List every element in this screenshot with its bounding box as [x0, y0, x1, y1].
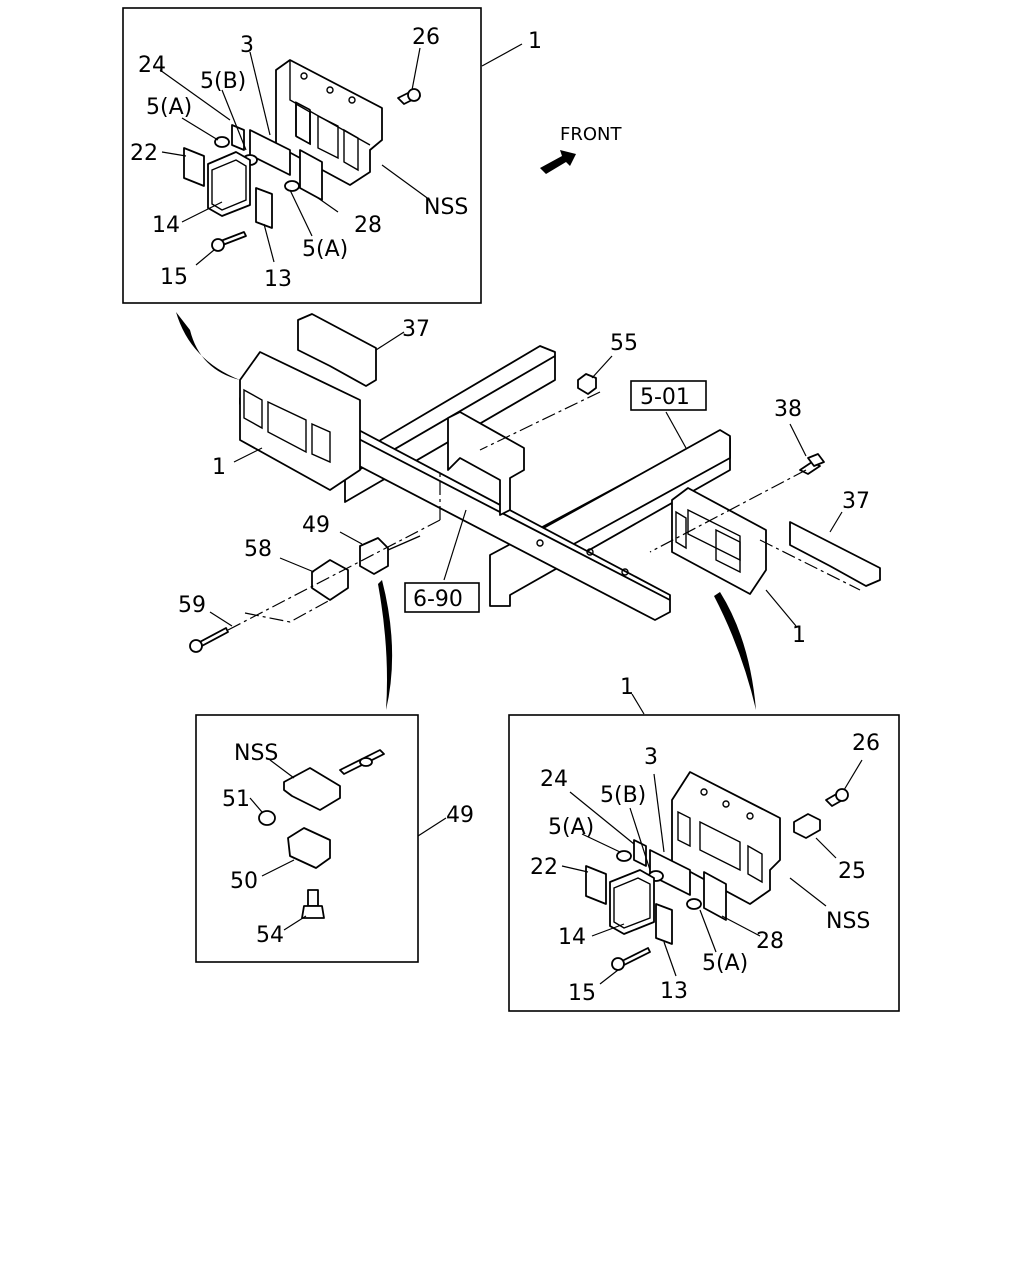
- label-1-bottom: 1: [620, 675, 634, 700]
- label-54: 54: [256, 923, 284, 948]
- label-28-top: 28: [354, 213, 382, 238]
- label-24-bottom: 24: [540, 767, 568, 792]
- detail-box-top-left: [122, 7, 523, 304]
- label-14-bottom: 14: [558, 925, 586, 950]
- label-5b-bottom: 5(B): [600, 783, 646, 808]
- section-ref-6-90: 6-90: [404, 582, 480, 613]
- label-1-main-right: 1: [792, 623, 806, 648]
- label-25: 25: [838, 859, 866, 884]
- label-nss-bottom: NSS: [826, 909, 870, 934]
- front-arrow: FRONT: [540, 124, 622, 174]
- label-49-detail: 49: [446, 803, 474, 828]
- label-22-bottom: 22: [530, 855, 558, 880]
- label-37-main-right: 37: [842, 489, 870, 514]
- label-1-top: 1: [528, 29, 542, 54]
- label-51: 51: [222, 787, 250, 812]
- label-58: 58: [244, 537, 272, 562]
- label-15-top: 15: [160, 265, 188, 290]
- label-13-bottom: 13: [660, 979, 688, 1004]
- label-3-bottom: 3: [644, 745, 658, 770]
- front-label: FRONT: [560, 124, 622, 145]
- arrow-icon: [540, 150, 576, 174]
- detail-box-49: [195, 714, 447, 963]
- label-15-bottom: 15: [568, 981, 596, 1006]
- label-22-top: 22: [130, 141, 158, 166]
- label-49-main: 49: [302, 513, 330, 538]
- label-3-top: 3: [240, 33, 254, 58]
- label-5a-top-2: 5(A): [302, 237, 348, 262]
- label-26-top: 26: [412, 25, 440, 50]
- label-nss-top: NSS: [424, 195, 468, 220]
- label-14-top: 14: [152, 213, 180, 238]
- label-55: 55: [610, 331, 638, 356]
- label-5b-top: 5(B): [200, 69, 246, 94]
- label-5a-bottom: 5(A): [548, 815, 594, 840]
- label-13-top: 13: [264, 267, 292, 292]
- main-assembly: [176, 312, 881, 710]
- label-59: 59: [178, 593, 206, 618]
- section-ref-6-90-label: 6-90: [413, 587, 463, 612]
- label-1-main-left: 1: [212, 455, 226, 480]
- label-5a-top: 5(A): [146, 95, 192, 120]
- label-28-bottom: 28: [756, 929, 784, 954]
- label-nss-49: NSS: [234, 741, 278, 766]
- label-24-top: 24: [138, 53, 166, 78]
- label-26-bottom: 26: [852, 731, 880, 756]
- detail-box-bottom-right: [508, 693, 900, 1012]
- part-labels: 26 1 3 24 5(B) 5(A) 22 NSS 14 28 5(A) 15…: [130, 25, 880, 1006]
- label-38: 38: [774, 397, 802, 422]
- section-ref-5-01-label: 5-01: [640, 385, 690, 410]
- section-ref-5-01: 5-01: [630, 380, 707, 411]
- label-50: 50: [230, 869, 258, 894]
- label-5a-bottom-2: 5(A): [702, 951, 748, 976]
- label-37-main: 37: [402, 317, 430, 342]
